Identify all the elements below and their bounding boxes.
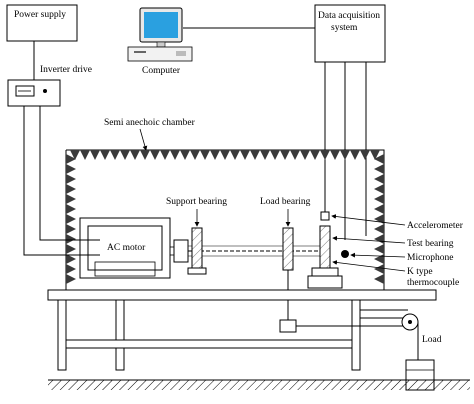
load-bearing-label: Load bearing [260,197,311,207]
computer-icon: Computer [127,7,193,76]
microphone-label: Microphone [407,253,453,263]
inverter-drive: Inverter drive [7,65,92,107]
coupling [169,239,189,263]
thermocouple-label-line1: K type [407,267,433,277]
load-label: Load [422,335,442,345]
ac-motor: AC motor [79,217,171,279]
ac-motor-label: AC motor [107,243,146,253]
chamber-left-wedges [66,154,76,284]
daq-label-line2: system [331,23,358,33]
support-bearing: Support bearing [166,197,227,275]
chamber-right-wedges [374,154,384,284]
support-frame [57,299,408,371]
load-bearing: Load bearing [260,197,311,320]
inverter-display [15,85,35,97]
ground [48,379,470,390]
chamber-top-wedges [70,150,380,160]
semi-anechoic-chamber: Semi anechoic chamber [65,118,385,300]
support-bearing-label: Support bearing [166,197,227,207]
inverter-knob [43,89,47,93]
data-acquisition-system: Data acquisition system [314,4,386,63]
sensor-labels: Accelerometer Test bearing Microphone K … [331,214,464,288]
inverter-drive-label: Inverter drive [40,65,92,75]
computer-label: Computer [142,66,181,76]
accelerometer-label: Accelerometer [407,221,464,231]
test-bearing-label: Test bearing [407,239,454,249]
chamber-label: Semi anechoic chamber [104,118,196,128]
daq-label-line1: Data acquisition [318,11,380,21]
accelerometer-sensor [320,211,330,221]
computer-screen [144,12,178,38]
thermocouple-label-line2: thermocouple [407,278,459,288]
load-hanger [279,319,297,333]
power-supply: Power supply [6,4,78,42]
motor-power-cable-1 [23,106,100,256]
power-supply-label: Power supply [14,10,66,20]
test-bearing [307,225,343,289]
microphone-sensor [341,250,349,258]
pulley [401,313,419,360]
bed-plate [47,289,437,301]
